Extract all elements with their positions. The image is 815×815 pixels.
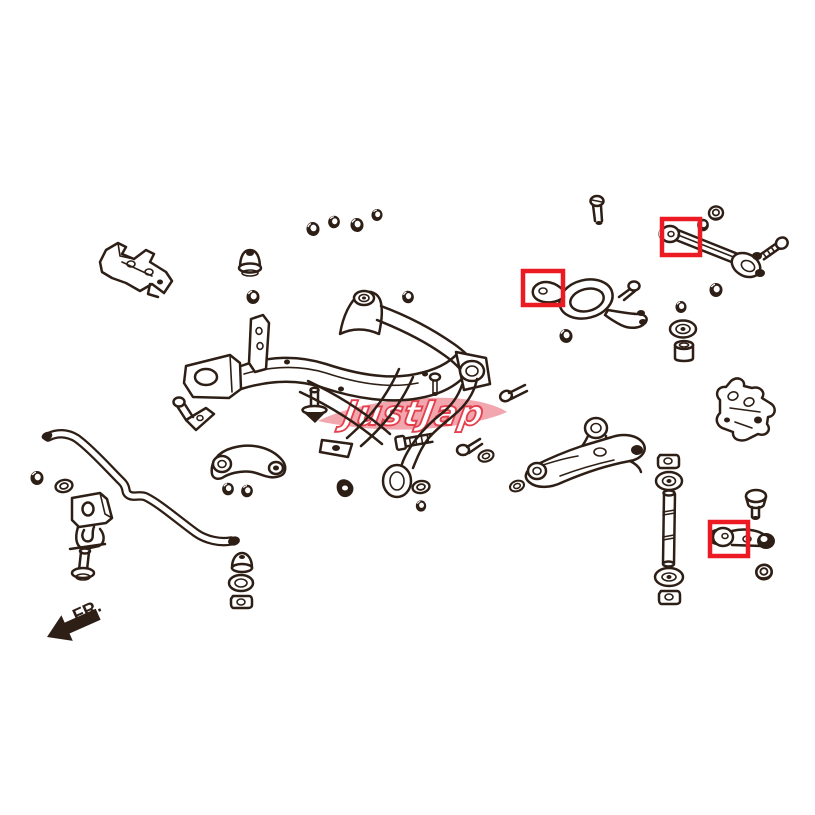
rear-subframe <box>182 289 492 499</box>
front-direction-label: FR. <box>69 596 104 626</box>
nut <box>304 220 322 238</box>
front-stay-bracket <box>98 241 174 299</box>
curved-control-arm <box>210 444 287 481</box>
bolt <box>394 432 434 451</box>
bushing-stack <box>227 551 255 610</box>
nut <box>349 216 365 234</box>
sway-bar <box>41 429 240 547</box>
highlight-boxes <box>520 216 751 559</box>
washer <box>53 477 75 495</box>
nut <box>557 327 575 345</box>
nut <box>29 470 45 486</box>
highlight-box <box>520 268 566 308</box>
highlight-box <box>707 519 751 559</box>
stabilizer-link <box>653 453 685 606</box>
bolt <box>759 236 789 261</box>
nut <box>326 214 342 230</box>
bolt <box>70 547 96 581</box>
nut <box>239 483 255 499</box>
washer <box>410 478 432 496</box>
bolt <box>301 386 328 423</box>
subframe-mount-bushing <box>237 248 263 277</box>
washer-assembly <box>668 319 698 339</box>
bolt <box>455 437 484 457</box>
bolt <box>498 383 529 403</box>
front-direction-indicator: FR. <box>47 596 104 641</box>
nut <box>400 289 416 305</box>
washer <box>336 479 354 498</box>
nut <box>221 482 235 496</box>
sway-bar-bushing <box>70 491 114 529</box>
side-bracket <box>715 377 776 442</box>
nut <box>708 282 724 298</box>
washer <box>475 447 497 465</box>
bolt-with-bracket <box>172 396 216 432</box>
bolt <box>744 488 768 520</box>
nut <box>674 300 688 314</box>
washer <box>507 477 527 495</box>
upper-control-arm <box>531 278 648 329</box>
nut <box>369 207 385 223</box>
bolt <box>589 194 605 225</box>
sway-bar-clamp <box>68 525 107 551</box>
nut <box>415 499 427 513</box>
flanged-nut <box>706 204 726 222</box>
cylinder-nut <box>673 339 695 363</box>
bolt <box>617 280 641 302</box>
traction-link <box>708 526 775 549</box>
fr-arrow <box>47 608 101 641</box>
nut <box>245 289 261 305</box>
lower-control-arm <box>524 416 646 489</box>
highlight-box <box>659 216 703 258</box>
flanged-nut <box>754 562 774 582</box>
